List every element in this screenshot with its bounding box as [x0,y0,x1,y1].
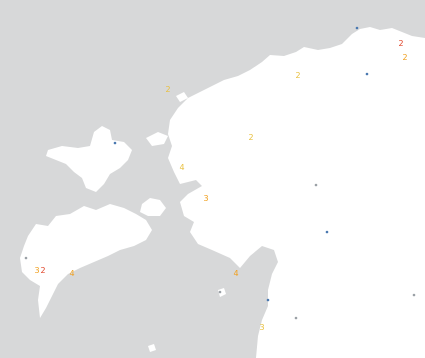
island-small-south [148,344,156,352]
island-small-nw [176,92,188,102]
cluster-label-ne-1[interactable]: 2 [398,39,403,48]
cluster-label-saaremaa-west-a[interactable]: 3 [34,266,39,275]
observation-point-p1[interactable] [355,26,359,30]
cluster-label-parnu-bay[interactable]: 4 [233,269,238,278]
cluster-label-north-coast[interactable]: 2 [295,71,300,80]
mainland-landmass [168,27,425,358]
cluster-label-saaremaa-south[interactable]: 4 [69,269,74,278]
cluster-label-west-coast-2[interactable]: 3 [203,194,208,203]
cluster-label-central-north[interactable]: 2 [248,133,253,142]
cluster-label-west-coast[interactable]: 4 [179,163,184,172]
observation-point-p4[interactable] [325,230,329,234]
cluster-label-south-coast[interactable]: 3 [259,323,264,332]
cluster-label-ne-2[interactable]: 2 [402,53,407,62]
observation-point-p5[interactable] [294,316,298,320]
island-kihnu [218,288,226,297]
observation-points [24,26,416,320]
observation-point-p10[interactable] [24,256,28,260]
observation-point-p6[interactable] [412,293,416,297]
observation-point-p7[interactable] [266,298,270,302]
island-hiiumaa [46,126,132,192]
island-saaremaa [20,204,152,318]
observation-point-p8[interactable] [218,290,222,294]
observation-point-p2[interactable] [365,72,369,76]
island-muhu [140,198,166,216]
observation-point-p9[interactable] [113,141,117,145]
observation-point-p3[interactable] [314,183,318,187]
island-vormsi [146,132,168,146]
cluster-label-nw-coast[interactable]: 2 [165,85,170,94]
cluster-label-saaremaa-west-b[interactable]: 2 [40,266,45,275]
